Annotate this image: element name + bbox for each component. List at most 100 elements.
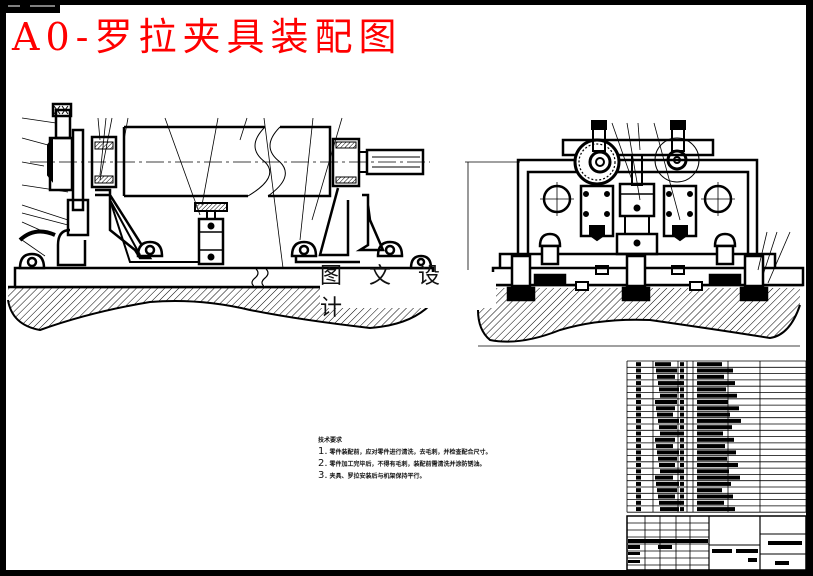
table-cell-text bbox=[680, 437, 684, 442]
title-block-frame bbox=[626, 515, 807, 571]
table-cell-text bbox=[658, 494, 675, 499]
table-cell-text bbox=[697, 475, 740, 480]
side-view bbox=[465, 120, 805, 347]
table-cell-text bbox=[636, 393, 641, 398]
parts-list-table bbox=[626, 360, 807, 513]
table-cell-text bbox=[636, 387, 641, 392]
table-cell-text bbox=[680, 406, 684, 411]
table-cell-text bbox=[659, 500, 681, 505]
table-cell-text bbox=[697, 362, 722, 367]
table-cell-text bbox=[656, 406, 675, 411]
table-cell-text bbox=[656, 481, 679, 486]
table-cell-text bbox=[636, 431, 641, 436]
table-cell-text bbox=[697, 381, 735, 386]
table-cell-text bbox=[636, 400, 641, 404]
table-cell-text bbox=[697, 488, 722, 493]
title-block-text bbox=[736, 549, 758, 553]
table-cell-text bbox=[655, 437, 675, 442]
table-cell-text bbox=[697, 431, 723, 436]
table-cell-text bbox=[680, 444, 684, 449]
table-cell-text bbox=[680, 393, 684, 398]
table-cell-text bbox=[636, 481, 641, 486]
table-cell-text bbox=[680, 400, 684, 404]
table-cell-text bbox=[636, 381, 641, 386]
table-cell-text bbox=[697, 393, 737, 398]
table-cell-text bbox=[697, 418, 741, 423]
table-cell-text bbox=[636, 437, 641, 442]
table-cell-text bbox=[697, 500, 724, 505]
table-cell-text bbox=[680, 387, 684, 392]
table-cell-text bbox=[636, 463, 641, 467]
table-cell-text bbox=[680, 425, 684, 430]
table-cell-text bbox=[636, 406, 641, 411]
table-cell-text bbox=[660, 393, 677, 398]
title-block-text bbox=[628, 560, 640, 563]
table-cell-text bbox=[659, 425, 677, 430]
table-cell-text bbox=[697, 469, 729, 474]
table-cell-text bbox=[636, 418, 641, 423]
table-cell-text bbox=[636, 507, 641, 512]
title-block-text bbox=[775, 561, 789, 565]
drawing-title: A0-罗拉夹具装配图 bbox=[12, 15, 403, 59]
table-cell-text bbox=[636, 444, 641, 449]
table-cell-text bbox=[636, 412, 641, 417]
table-cell-text bbox=[660, 469, 681, 474]
table-cell-text bbox=[636, 488, 641, 493]
title-block-text bbox=[712, 549, 732, 553]
table-cell-text bbox=[680, 362, 684, 367]
table-cell-text bbox=[680, 463, 684, 467]
title-block-text bbox=[748, 558, 757, 562]
table-cell-text bbox=[680, 450, 684, 455]
table-cell-text bbox=[697, 437, 734, 442]
technical-requirements: 技术要求 1.零件装配前，应对零件进行清洗，去毛刺，并检查配合尺寸。 2.零件加… bbox=[318, 435, 492, 482]
table-cell-text bbox=[680, 469, 684, 474]
table-cell-text bbox=[680, 374, 684, 379]
table-cell-text bbox=[697, 374, 724, 379]
table-cell-text bbox=[636, 456, 641, 461]
table-cell-text bbox=[636, 450, 641, 455]
table-cell-text bbox=[680, 412, 684, 417]
table-cell-text bbox=[636, 362, 641, 367]
table-cell-text bbox=[680, 475, 684, 480]
tech-req-item: 1.零件装配前，应对零件进行清洗，去毛刺，并检查配合尺寸。 bbox=[318, 446, 492, 457]
table-cell-text bbox=[657, 488, 677, 493]
title-block bbox=[626, 515, 807, 571]
table-cell-text bbox=[636, 425, 641, 430]
table-cell-text bbox=[680, 418, 684, 423]
table-cell-text bbox=[659, 463, 675, 467]
table-cell-text bbox=[680, 488, 684, 493]
table-cell-text bbox=[657, 450, 679, 455]
table-cell-text bbox=[660, 507, 679, 512]
table-cell-text bbox=[697, 463, 738, 467]
table-cell-text bbox=[697, 444, 725, 449]
table-cell-text bbox=[636, 368, 641, 373]
table-cell-text bbox=[636, 500, 641, 505]
table-cell-text bbox=[680, 481, 684, 486]
table-cell-text bbox=[680, 368, 684, 373]
table-cell-text bbox=[697, 368, 733, 373]
table-cell-text bbox=[697, 456, 727, 461]
table-cell-text bbox=[680, 456, 684, 461]
table-cell-text bbox=[680, 494, 684, 499]
table-cell-text bbox=[636, 469, 641, 474]
table-cell-text bbox=[655, 362, 671, 367]
tech-req-heading: 技术要求 bbox=[318, 437, 343, 444]
table-cell-text bbox=[680, 507, 684, 512]
table-cell-text bbox=[697, 406, 739, 411]
watermark-label: 图 文 设 计 bbox=[320, 264, 496, 321]
table-cell-text bbox=[697, 494, 733, 499]
table-cell-text bbox=[697, 387, 726, 392]
table-cell-text bbox=[697, 450, 736, 455]
table-cell-text bbox=[697, 425, 732, 430]
table-cell-text bbox=[656, 444, 673, 449]
table-cell-text bbox=[658, 381, 681, 386]
title-block-text bbox=[628, 539, 708, 543]
title-block-text bbox=[628, 552, 640, 555]
table-cell-text bbox=[659, 387, 679, 392]
title-block-text bbox=[768, 541, 802, 545]
table-cell-text bbox=[658, 456, 677, 461]
tech-req-item: 3.夹具、罗拉安装后与机架保持平行。 bbox=[318, 470, 426, 481]
tech-req-item: 2.零件加工完毕后，不得有毛刺，装配前需清洗并涂防锈油。 bbox=[318, 458, 486, 469]
